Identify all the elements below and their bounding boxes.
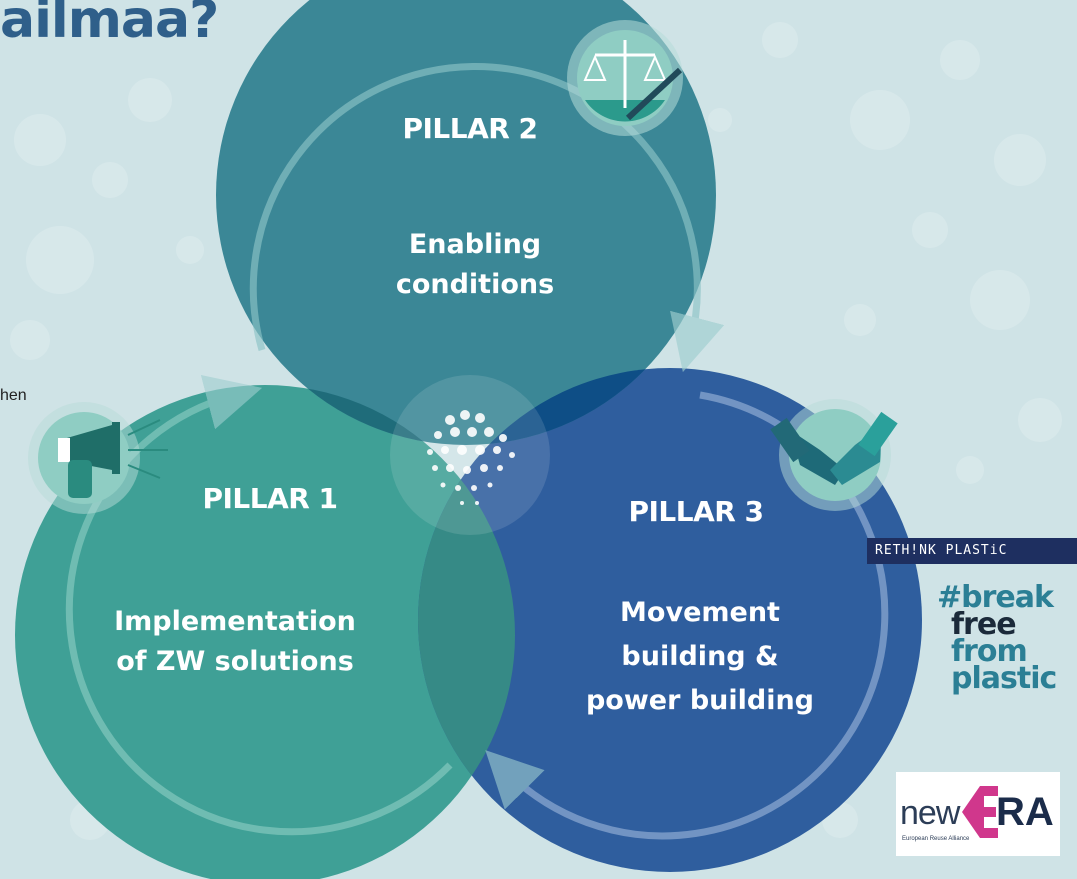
bffp-line-1: #break <box>937 580 1054 615</box>
pillar-3-text-line2: building & <box>621 641 779 672</box>
scales-of-justice-icon <box>567 20 683 136</box>
pillar-3-label: PILLAR 3 <box>628 495 764 528</box>
newera-new-text: new <box>900 794 960 832</box>
bffp-line-3: from <box>951 634 1028 669</box>
page-title: ailmaa? <box>0 0 219 50</box>
pillar-1-circle <box>15 385 515 879</box>
pillar-2-text-line2: conditions <box>395 269 555 300</box>
pillar-1-label: PILLAR 1 <box>202 482 338 515</box>
pillar-1-text-line1: Implementation <box>114 606 356 637</box>
break-free-from-plastic-logo: #break free from plastic <box>937 580 1057 696</box>
pillar-2-ring <box>249 63 725 373</box>
rethink-plastic-logo: RETH!NK PLASTiC <box>867 538 1077 564</box>
newera-e-shape <box>962 786 998 838</box>
pillar-3-text-line3: power building <box>585 685 815 716</box>
bffp-line-2: free <box>951 607 1017 642</box>
megaphone-icon <box>28 402 168 514</box>
pillar-1-text-line2: of ZW solutions <box>116 646 354 677</box>
pillar-3-text-line1: Movement <box>620 597 780 628</box>
truncated-side-text: hen <box>0 387 27 404</box>
dotted-globe-icon <box>390 375 550 535</box>
newera-ra-text: RA <box>996 790 1054 834</box>
new-era-logo: new RA European Reuse Alliance <box>896 772 1060 856</box>
pillar-2-label: PILLAR 2 <box>402 112 538 145</box>
handshake-icon <box>770 399 898 511</box>
pillar-2-text-line1: Enabling <box>408 229 542 260</box>
newera-subtitle: European Reuse Alliance <box>902 836 970 842</box>
bffp-line-4: plastic <box>951 661 1057 696</box>
